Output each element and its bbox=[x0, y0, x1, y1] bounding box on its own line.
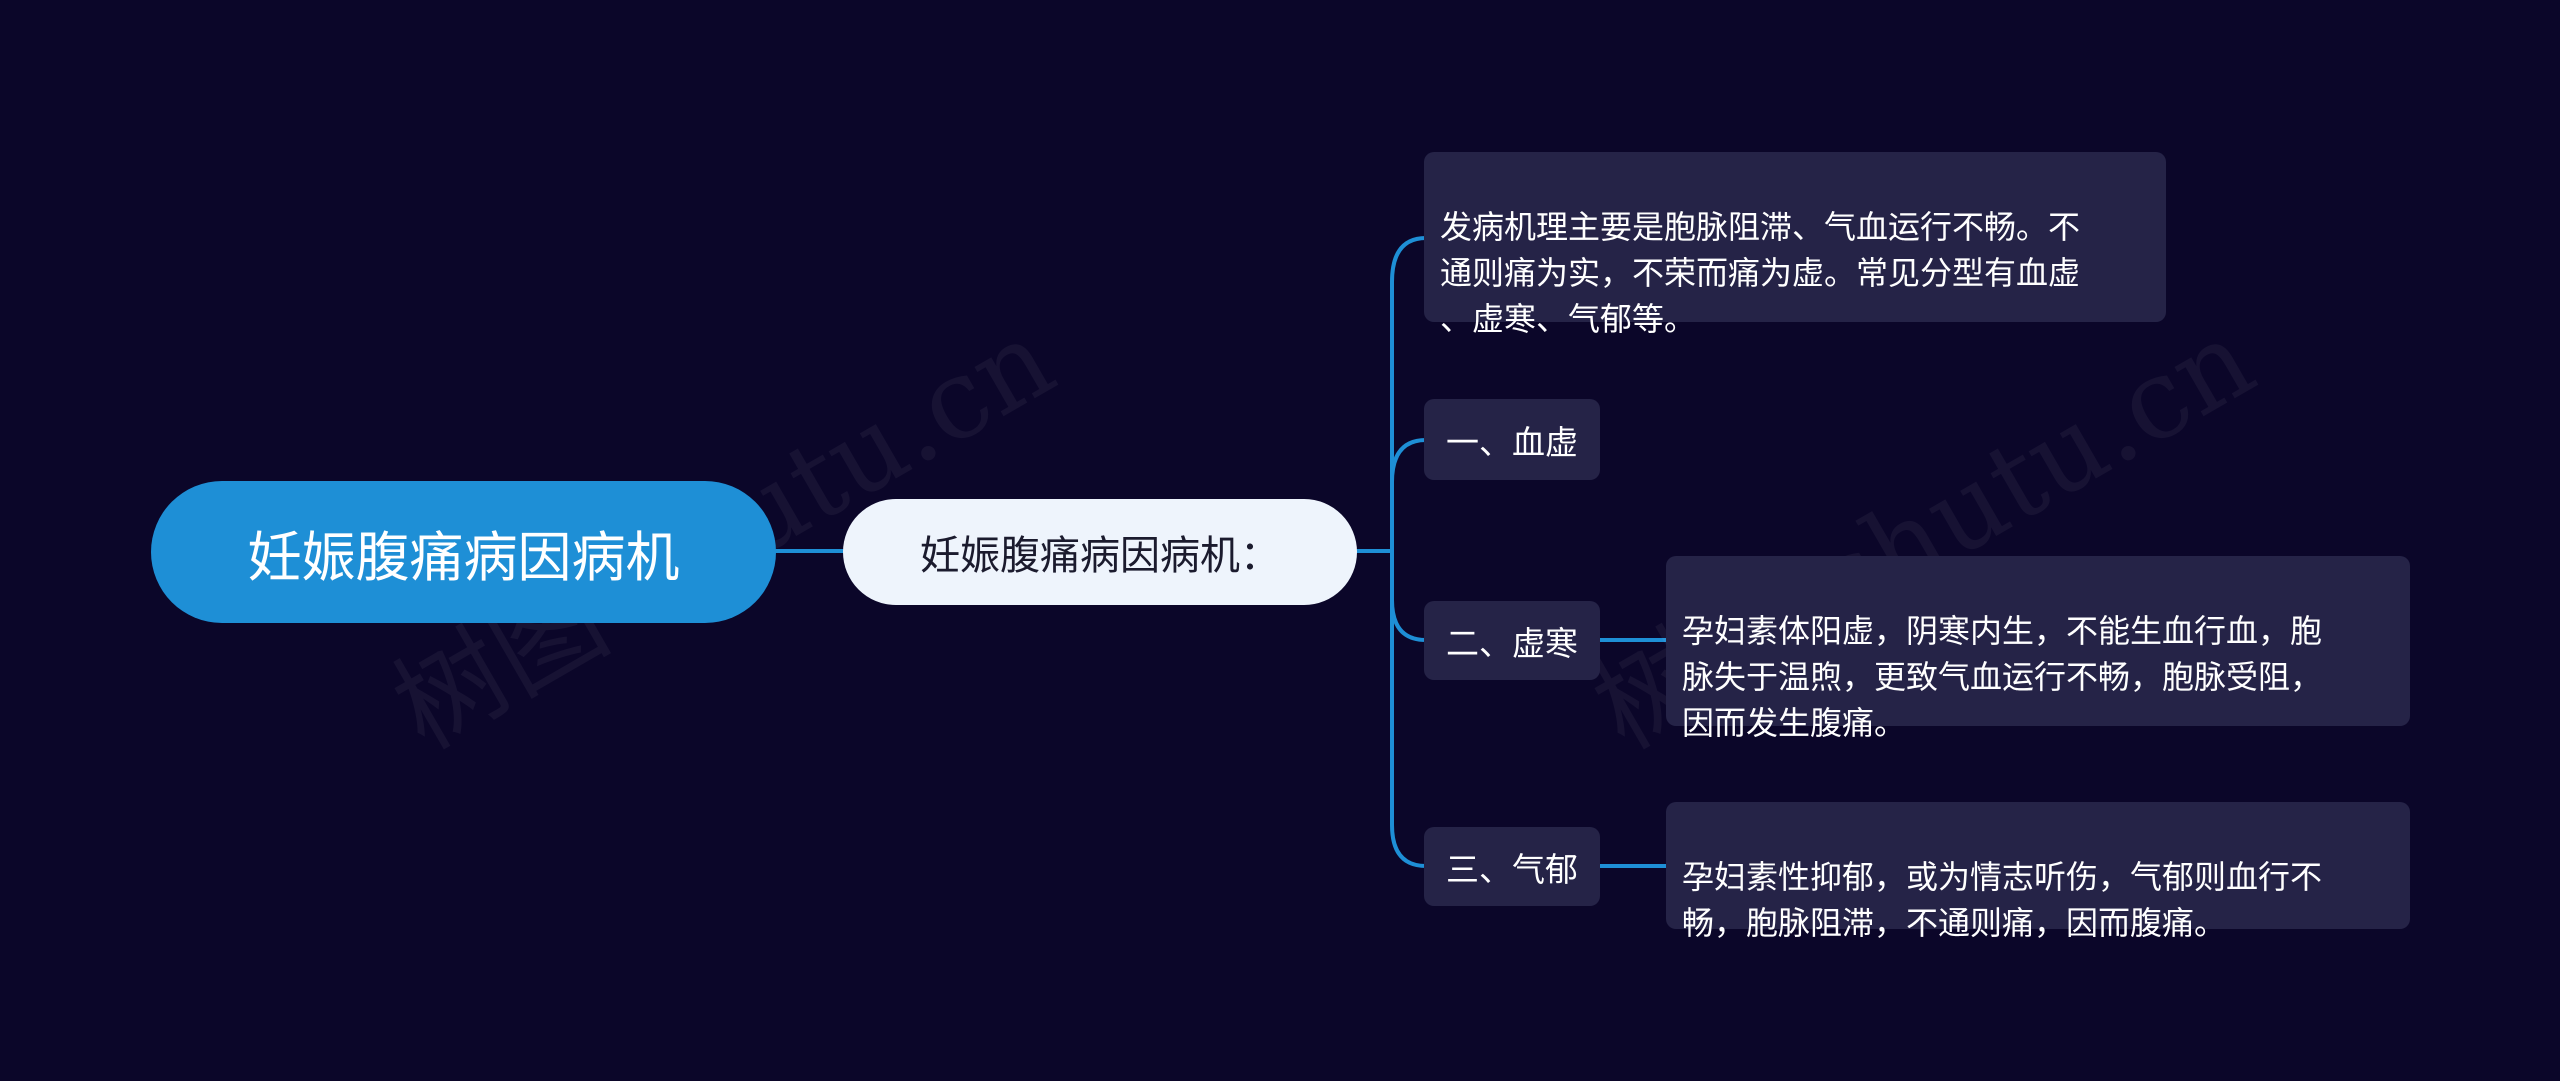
root-topic[interactable]: 妊娠腹痛病因病机 bbox=[151, 481, 776, 623]
intro-text: 发病机理主要是胞脉阻滞、气血运行不畅。不 通则痛为实，不荣而痛为虚。常见分型有血… bbox=[1440, 208, 2081, 338]
intro-node[interactable]: 发病机理主要是胞脉阻滞、气血运行不畅。不 通则痛为实，不荣而痛为虚。常见分型有血… bbox=[1424, 152, 2166, 338]
detail-text: 孕妇素体阳虚，阴寒内生，不能生血行血，胞 脉失于温煦，更致气血运行不畅，胞脉受阻… bbox=[1682, 612, 2323, 742]
branch-node-xuexu[interactable]: 一、血虚 bbox=[1424, 399, 1600, 480]
root-topic-label: 妊娠腹痛病因病机 bbox=[247, 525, 680, 589]
connector-to-branch-1 bbox=[1390, 438, 1428, 553]
branch-label: 二、虚寒 bbox=[1446, 623, 1578, 663]
main-topic-label: 妊娠腹痛病因病机： bbox=[920, 533, 1280, 579]
detail-text: 孕妇素性抑郁，或为情志听伤，气郁则血行不 畅，胞脉阻滞，不通则痛，因而腹痛。 bbox=[1682, 858, 2323, 942]
main-topic[interactable]: 妊娠腹痛病因病机： bbox=[843, 499, 1357, 605]
connector-to-branch-3 bbox=[1390, 549, 1428, 868]
detail-node-xuhan[interactable]: 孕妇素体阳虚，阴寒内生，不能生血行血，胞 脉失于温煦，更致气血运行不畅，胞脉受阻… bbox=[1666, 556, 2410, 742]
detail-node-qiyu[interactable]: 孕妇素性抑郁，或为情志听伤，气郁则血行不 畅，胞脉阻滞，不通则痛，因而腹痛。 bbox=[1666, 802, 2410, 942]
branch-node-qiyu[interactable]: 三、气郁 bbox=[1424, 827, 1600, 906]
branch-label: 一、血虚 bbox=[1446, 422, 1578, 462]
branch-node-xuhan[interactable]: 二、虚寒 bbox=[1424, 601, 1600, 680]
branch-label: 三、气郁 bbox=[1446, 849, 1578, 889]
connector-to-branch-2 bbox=[1390, 549, 1428, 642]
connector-to-intro bbox=[1390, 236, 1428, 553]
